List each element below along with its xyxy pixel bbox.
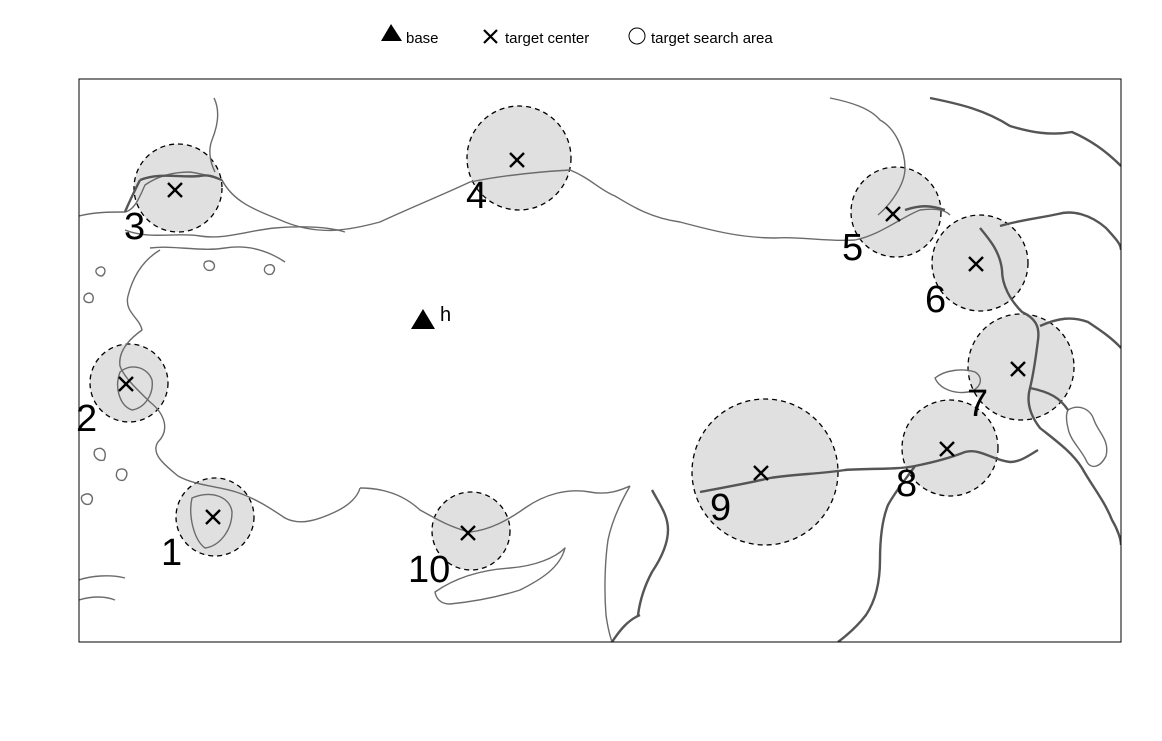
legend-label-target-center: target center [505, 30, 589, 47]
target-label-10: 10 [408, 549, 450, 591]
borders [123, 96, 1121, 642]
base-marker [411, 309, 435, 329]
target-labels: 1 2 3 4 5 6 7 8 9 10 [76, 175, 988, 591]
legend: base target center target search area [381, 24, 773, 47]
target-center-1 [205, 509, 221, 525]
circle-icon [628, 27, 646, 45]
target-label-4: 4 [466, 175, 487, 217]
target-center-10 [460, 525, 476, 541]
target-center-7 [1010, 361, 1026, 377]
map-panel [79, 96, 1121, 642]
target-label-6: 6 [925, 279, 946, 321]
target-center-5 [885, 206, 901, 222]
target-label-5: 5 [842, 227, 863, 269]
target-center-2 [118, 376, 134, 392]
triangle-icon [381, 24, 402, 41]
base-label: h [440, 304, 451, 326]
coastlines [79, 97, 1108, 642]
target-center-6 [968, 256, 984, 272]
target-label-9: 9 [710, 487, 731, 529]
target-label-7: 7 [967, 383, 988, 425]
search-area-2 [89, 343, 169, 423]
map-frame [78, 78, 1122, 643]
target-label-8: 8 [896, 463, 917, 505]
cross-icon [483, 29, 498, 44]
target-center-9 [753, 465, 769, 481]
target-center-3 [167, 182, 183, 198]
target-center-4 [509, 152, 525, 168]
target-label-1: 1 [161, 532, 182, 574]
target-centers [118, 152, 1026, 541]
target-label-2: 2 [76, 398, 97, 440]
target-label-3: 3 [124, 206, 145, 248]
search-area-8 [901, 399, 999, 497]
legend-label-search-area: target search area [651, 30, 773, 47]
legend-label-base: base [406, 30, 439, 47]
target-center-8 [939, 441, 955, 457]
